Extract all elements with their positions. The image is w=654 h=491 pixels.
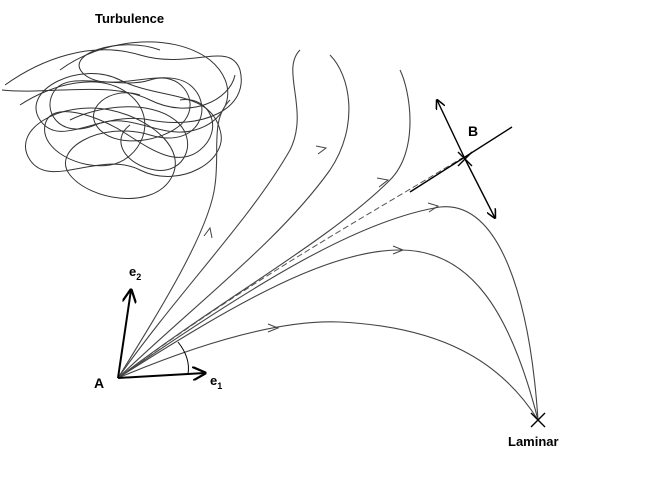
trajectory-to-laminar-3 [117, 321, 539, 421]
trajectory-to-laminar-2 [117, 249, 539, 421]
e2-base: e [129, 264, 136, 279]
e1-vector [117, 373, 205, 378]
turbulence-label: Turbulence [95, 11, 164, 26]
b-tangent-line [409, 126, 513, 193]
trajectory-to-turbulence-4 [117, 69, 411, 379]
e1-subscript: 1 [217, 381, 222, 391]
turbulence-tangle [1, 41, 242, 199]
point-b-label: B [468, 123, 478, 139]
e2-subscript: 2 [136, 272, 141, 282]
b-normal-arrow-down [464, 158, 495, 218]
direction-arrow [203, 226, 213, 239]
e2-vector [117, 290, 131, 379]
point-a-label: A [94, 375, 104, 391]
e1-base: e [210, 373, 217, 388]
e1-label: e1 [210, 373, 222, 391]
trajectory-to-b [117, 157, 463, 379]
b-normal-arrow [437, 100, 466, 160]
b-point-marker [457, 151, 473, 167]
direction-arrow [427, 202, 440, 213]
trajectory-to-turbulence-1 [117, 99, 231, 379]
e2-label: e2 [129, 264, 141, 282]
direction-arrow [315, 145, 328, 155]
trajectory-to-laminar-1 [117, 206, 539, 421]
trajectory-to-turbulence-3 [117, 54, 350, 379]
trajectory-to-turbulence-2 [117, 49, 301, 379]
direction-arrow [376, 177, 390, 188]
angle-arc [177, 341, 189, 375]
laminar-label: Laminar [508, 434, 559, 449]
laminar-point-marker [530, 412, 546, 428]
direction-arrow [392, 245, 405, 255]
direction-arrow [267, 323, 280, 333]
trajectories [117, 49, 539, 421]
